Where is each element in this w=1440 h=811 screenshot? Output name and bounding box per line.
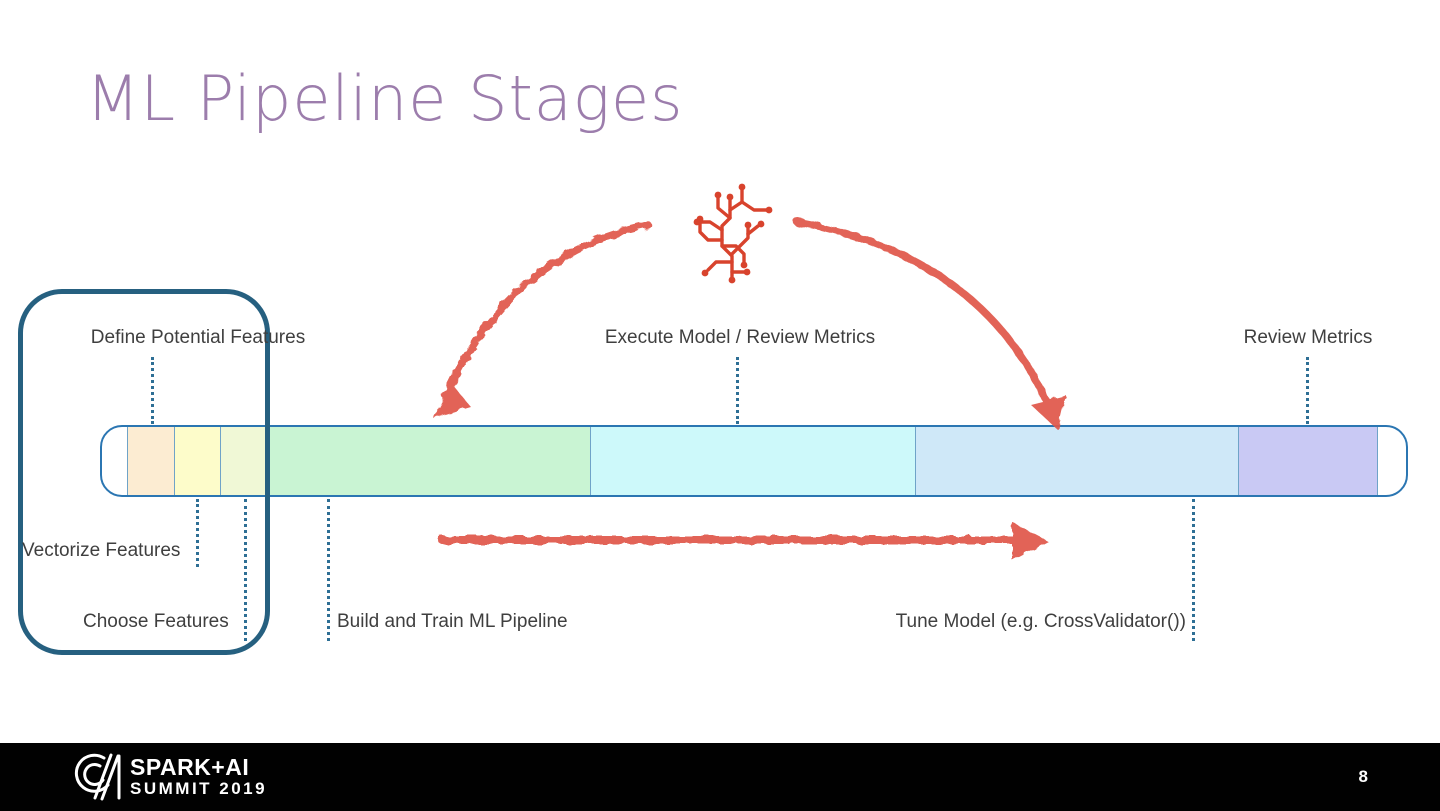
pipeline-segment-execute: [590, 427, 915, 495]
feedback-arc-right-icon: [793, 218, 1066, 430]
label-define-potential-features: Define Potential Features: [90, 327, 306, 348]
leader-review: [1306, 357, 1309, 424]
logo-text: SPARK+AI SUMMIT 2019: [130, 754, 268, 799]
pipeline-segment-review: [1238, 427, 1378, 495]
pipeline-segment-define: [127, 427, 174, 495]
pipeline-segment-choose: [220, 427, 267, 495]
label-tune-model: Tune Model (e.g. CrossValidator()): [895, 611, 1186, 632]
forward-arrow-icon: [438, 522, 1048, 560]
label-review-metrics: Review Metrics: [1243, 327, 1373, 348]
spark-logo-mark-icon: [74, 753, 121, 801]
pipeline-segment-tune: [915, 427, 1238, 495]
footer-bar: SPARK+AI SUMMIT 2019 8: [0, 743, 1440, 811]
page-title: ML Pipeline Stages: [86, 62, 684, 135]
leader-build: [327, 499, 330, 641]
pipeline-segment-vectorize: [174, 427, 220, 495]
feedback-arc-left-icon: [433, 221, 652, 418]
logo-brand: SPARK+AI: [130, 754, 250, 780]
label-execute-model-review-metrics: Execute Model / Review Metrics: [604, 327, 876, 348]
label-choose-features: Choose Features: [83, 611, 229, 632]
pipeline-bar: [100, 425, 1408, 497]
leader-define: [151, 357, 154, 424]
leader-execute: [736, 357, 739, 424]
label-build-train-ml-pipeline: Build and Train ML Pipeline: [337, 611, 568, 632]
feature-stages-highlight-box: [18, 289, 270, 655]
page-number: 8: [1358, 767, 1368, 786]
leader-vectorize: [196, 499, 199, 567]
spark-ai-summit-logo: SPARK+AI SUMMIT 2019: [70, 752, 267, 802]
leader-choose: [244, 499, 247, 641]
brain-circuit-icon: [693, 183, 773, 284]
label-vectorize-features: Vectorize Features: [22, 540, 181, 561]
pipeline-segment-build-train: [267, 427, 590, 495]
leader-tune: [1192, 499, 1195, 641]
logo-subbrand: SUMMIT 2019: [130, 779, 268, 798]
